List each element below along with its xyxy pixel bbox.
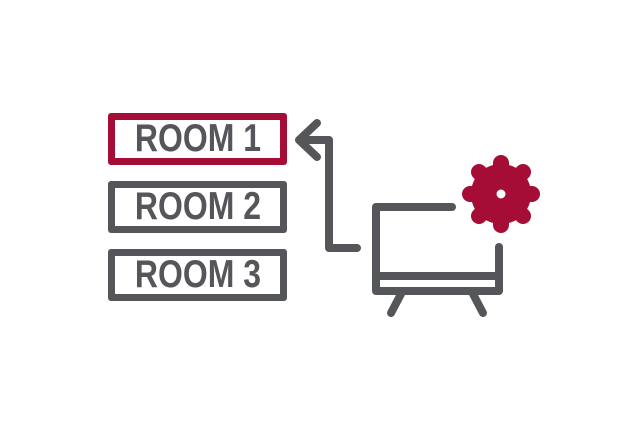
room-list: ROOM 1 ROOM 2 ROOM 3 xyxy=(108,113,287,301)
room-box-1: ROOM 1 xyxy=(108,113,287,165)
tv-icon xyxy=(372,203,503,317)
room-label-2: ROOM 2 xyxy=(134,184,261,228)
room-box-2: ROOM 2 xyxy=(108,181,287,233)
room-label-3: ROOM 3 xyxy=(134,252,261,296)
room-label-1: ROOM 1 xyxy=(134,116,261,160)
room-box-3: ROOM 3 xyxy=(108,249,287,301)
arrow-left-icon xyxy=(295,119,361,252)
gear-settings-icon xyxy=(462,155,540,233)
